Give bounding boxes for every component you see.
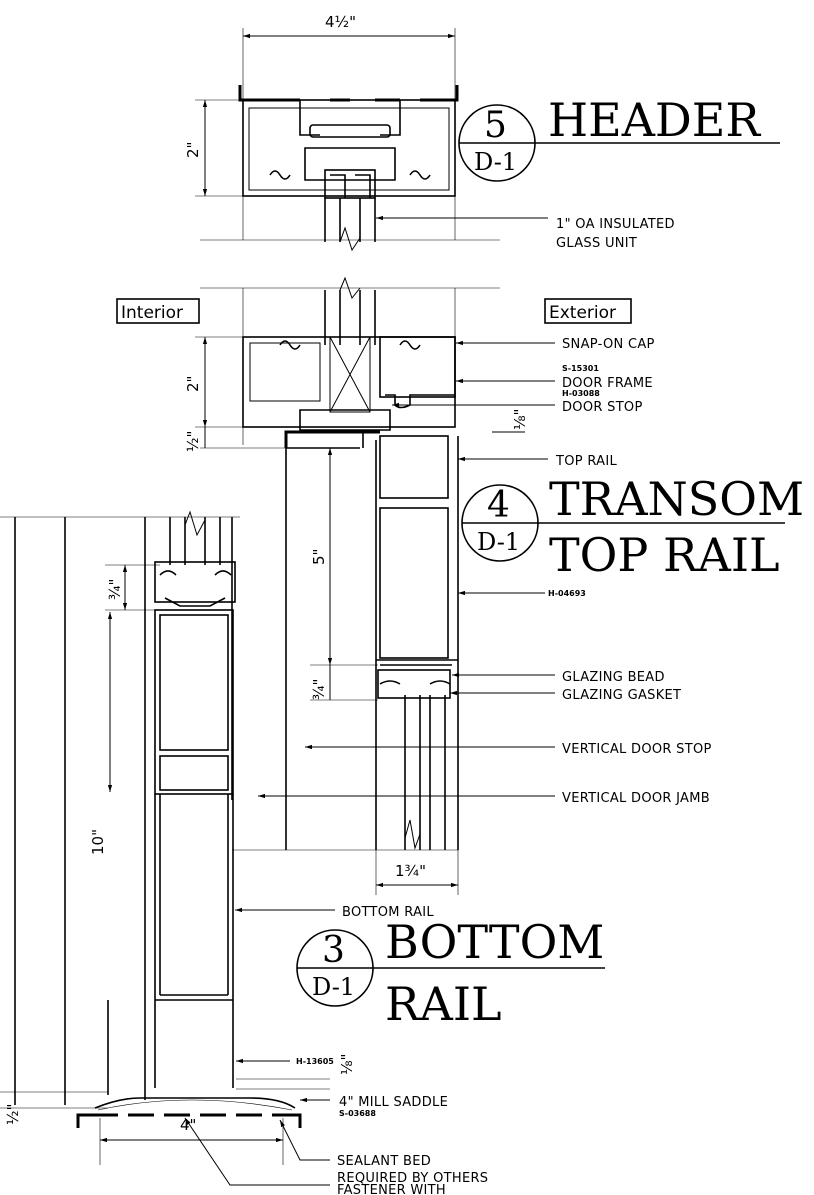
top-rail-5in-dimension: 5" xyxy=(310,448,378,666)
three-quarter-left-text: ¾" xyxy=(106,579,124,600)
part-h03088: H-03088 xyxy=(562,389,600,398)
transom-height-dimension: 2" xyxy=(184,336,243,428)
eighth-inch-top-text: ⅛" xyxy=(511,409,529,430)
snap-on-cap-text: SNAP-ON CAP xyxy=(562,337,655,352)
transom-bubble-number: 4 xyxy=(487,485,510,526)
glazing-gasket-text: GLAZING GASKET xyxy=(562,688,681,703)
header-width-dimension: 4½" xyxy=(243,13,455,39)
bottom-title-block: 3 D-1 BOTTOM RAIL xyxy=(296,915,605,1031)
bottom-title-line2: RAIL xyxy=(385,977,502,1031)
eighth-inch-top-dimension: ⅛" xyxy=(492,409,529,433)
half-inch-top-dimension: ½" xyxy=(184,427,206,452)
transom-detail xyxy=(200,276,500,449)
header-bubble-number: 5 xyxy=(484,105,507,146)
half-inch-bottom-text: ½" xyxy=(4,1104,22,1125)
snap-on-cap-callout: SNAP-ON CAP xyxy=(456,337,655,352)
header-width-text: 4½" xyxy=(325,13,356,31)
saddle-width-dimension: 4" xyxy=(99,1116,284,1165)
sealant-line1: SEALANT BED xyxy=(337,1154,431,1169)
top-rail-profile xyxy=(232,435,459,851)
half-inch-bottom-dimension: ½" xyxy=(0,1091,108,1125)
header-title-block: 5 D-1 HEADER xyxy=(458,93,780,182)
part-s15301: S-15301 xyxy=(562,364,599,373)
transom-title-line2: TOP RAIL xyxy=(549,528,780,582)
top-rail-text: TOP RAIL xyxy=(555,454,617,469)
door-frame-text: DOOR FRAME xyxy=(562,376,653,391)
door-height-dimension: 10" xyxy=(89,612,113,855)
bottom-rail-detail xyxy=(0,510,240,800)
three-quarter-left-dimension: ¾" xyxy=(105,564,160,611)
bottom-bubble-ref: D-1 xyxy=(312,973,355,1001)
interior-label: Interior xyxy=(116,298,200,324)
transom-bubble-ref: D-1 xyxy=(477,528,520,556)
mill-saddle xyxy=(76,1000,302,1128)
glazing-gasket-callout: GLAZING GASKET xyxy=(450,688,681,703)
header-detail xyxy=(200,28,500,252)
glass-callout-line1: 1" OA INSULATED xyxy=(556,217,675,232)
exterior-label-text: Exterior xyxy=(549,303,616,323)
eighth-inch-bottom-text: ⅛" xyxy=(338,1054,356,1075)
transom-title-line1: TRANSOM xyxy=(549,472,804,526)
part-s03688: S-03688 xyxy=(339,1109,376,1118)
half-inch-top-text: ½" xyxy=(184,431,202,452)
glazing-bead-text: GLAZING BEAD xyxy=(562,670,665,685)
glass-callout-line2: GLASS UNIT xyxy=(556,236,637,251)
three-quarter-right-dimension: ¾" xyxy=(310,665,378,701)
top-rail-5in-text: 5" xyxy=(310,549,328,565)
part-h04693: H-04693 xyxy=(548,589,586,598)
bottom-bubble-number: 3 xyxy=(322,930,345,971)
part-h13605: H-13605 xyxy=(296,1057,334,1066)
door-frame-callout: DOOR FRAME xyxy=(456,376,653,391)
door-stop-callout: DOOR STOP xyxy=(392,400,643,415)
mill-saddle-text: 4" MILL SADDLE xyxy=(339,1095,448,1110)
bottom-rail-text: BOTTOM RAIL xyxy=(342,905,434,920)
door-stop-text: DOOR STOP xyxy=(562,400,643,415)
glass-callout: 1" OA INSULATED GLASS UNIT xyxy=(376,215,675,251)
rail-width-dimension: 1¾" xyxy=(375,850,459,895)
mill-saddle-callout: 4" MILL SADDLE S-03688 xyxy=(300,1095,448,1118)
three-quarter-right-text: ¾" xyxy=(310,679,328,700)
h13605-callout: H-13605 xyxy=(236,1057,334,1066)
rail-width-text: 1¾" xyxy=(395,862,426,880)
vertical-door-stop-text: VERTICAL DOOR STOP xyxy=(562,742,712,757)
sealant-line2: REQUIRED BY OTHERS xyxy=(337,1171,488,1186)
exterior-label: Exterior xyxy=(544,298,632,324)
vertical-door-jamb-callout: VERTICAL DOOR JAMB xyxy=(258,791,710,806)
bottom-rail-profile xyxy=(14,794,234,1105)
vertical-door-stop-callout: VERTICAL DOOR STOP xyxy=(305,742,712,757)
sealant-callout: SEALANT BED REQUIRED BY OTHERS xyxy=(279,1119,488,1186)
transom-title-block: 4 D-1 TRANSOM TOP RAIL xyxy=(461,472,804,582)
interior-label-text: Interior xyxy=(121,303,183,323)
header-bubble-ref: D-1 xyxy=(474,148,517,176)
glazing-bead-callout: GLAZING BEAD xyxy=(452,670,665,685)
header-title: HEADER xyxy=(548,93,761,147)
fastener-line1: FASTENER WITH xyxy=(337,1183,446,1195)
top-rail-callout: TOP RAIL xyxy=(458,454,617,469)
eighth-inch-bottom-dimension: ⅛" xyxy=(236,1054,356,1090)
header-height-text: 2" xyxy=(184,142,202,158)
transom-height-text: 2" xyxy=(184,376,202,392)
fastener-callout: FASTENER WITH xyxy=(184,1117,446,1195)
bottom-rail-callout: BOTTOM RAIL xyxy=(235,905,434,920)
header-height-dimension: 2" xyxy=(184,99,243,197)
door-height-text: 10" xyxy=(89,829,107,855)
bottom-title-line1: BOTTOM xyxy=(385,915,604,969)
vertical-door-jamb-text: VERTICAL DOOR JAMB xyxy=(562,791,710,806)
